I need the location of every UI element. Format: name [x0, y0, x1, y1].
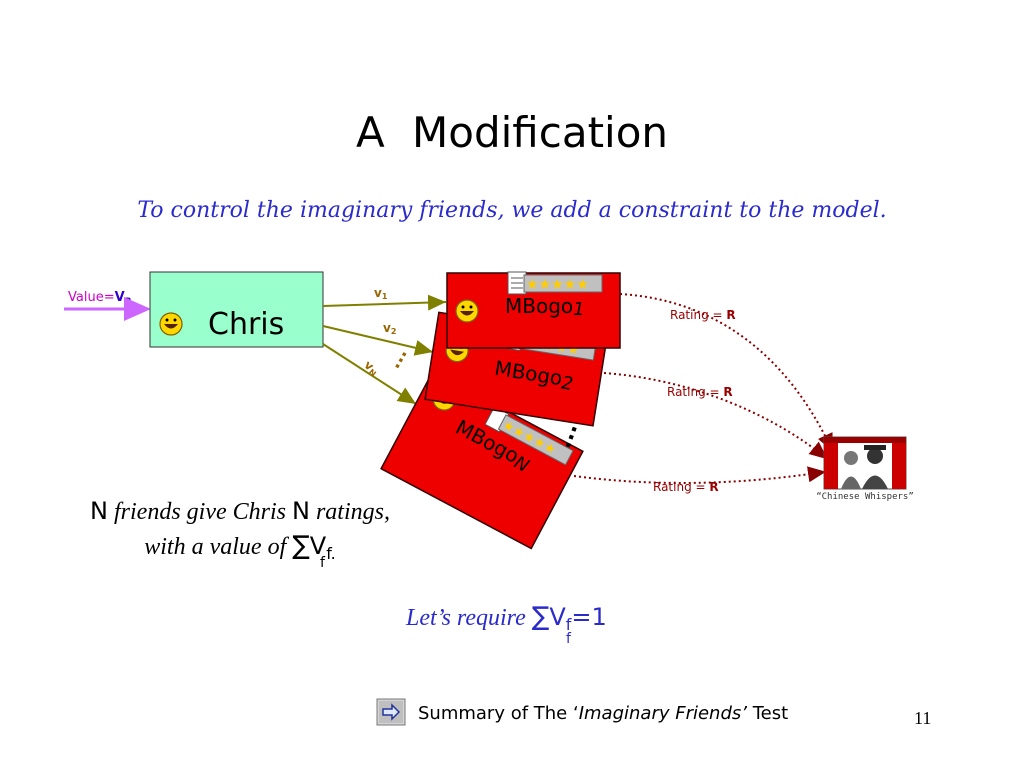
- page-number: 11: [914, 708, 932, 728]
- summary-link[interactable]: Summary of The ‘Imaginary Friends’ Test: [418, 703, 789, 724]
- edge-label-v2: v2: [383, 321, 396, 336]
- edge-v1: [322, 294, 447, 311]
- smiley-icon: [159, 312, 183, 336]
- slide-title: A Modification: [355, 108, 669, 157]
- svg-text:★★★★★: ★★★★★: [526, 277, 589, 293]
- theater-icon: [823, 436, 907, 490]
- input-value-label: Value=VB: [68, 290, 132, 307]
- friends-text-block: N friends give Chris N ratings, with a v…: [30, 494, 450, 570]
- rating-label-n: Rating = R: [653, 480, 719, 494]
- constraint-index-f: f: [566, 631, 571, 647]
- smiley-icon: [455, 299, 479, 323]
- edge-vN: [322, 343, 417, 405]
- rating-arrow-2: [603, 372, 828, 460]
- chris-label: Chris: [208, 307, 284, 342]
- svg-text:Value=VB: Value=VB: [68, 290, 132, 307]
- slide-subtitle: To control the imaginary friends, we add…: [137, 198, 887, 223]
- constraint-text: Let’s require ∑Vf=1 f: [406, 602, 607, 647]
- friends-line-1: N friends give Chris N ratings,: [90, 497, 390, 525]
- edge-label-v1: v1: [374, 286, 388, 301]
- svg-text:MBogo1: MBogo1: [505, 294, 585, 320]
- right-arrow-icon: [382, 703, 401, 721]
- rating-label-2: Rating = R: [667, 385, 733, 399]
- edge-label-vN: vN: [361, 358, 382, 379]
- mbogo-card-n: ★★★★★ MBogoN: [380, 370, 584, 550]
- edge-v2: [322, 325, 434, 356]
- chris-node: Chris: [149, 271, 324, 348]
- edge-ellipsis: ...: [383, 344, 411, 372]
- rating-label-1: Rating = R: [670, 308, 736, 322]
- mbogo-1-label: MBogo: [505, 294, 573, 318]
- sum-index-f: f: [320, 555, 325, 571]
- mbogo-card-1: ★★★★★ MBogo1: [446, 271, 621, 349]
- nav-arrow-button[interactable]: [376, 698, 406, 726]
- friends-line-2: with a value of ∑Vf.: [144, 531, 336, 563]
- rating-stars-icon: ★★★★★: [507, 271, 603, 295]
- sink-label: “Chinese Whispers”: [816, 492, 914, 502]
